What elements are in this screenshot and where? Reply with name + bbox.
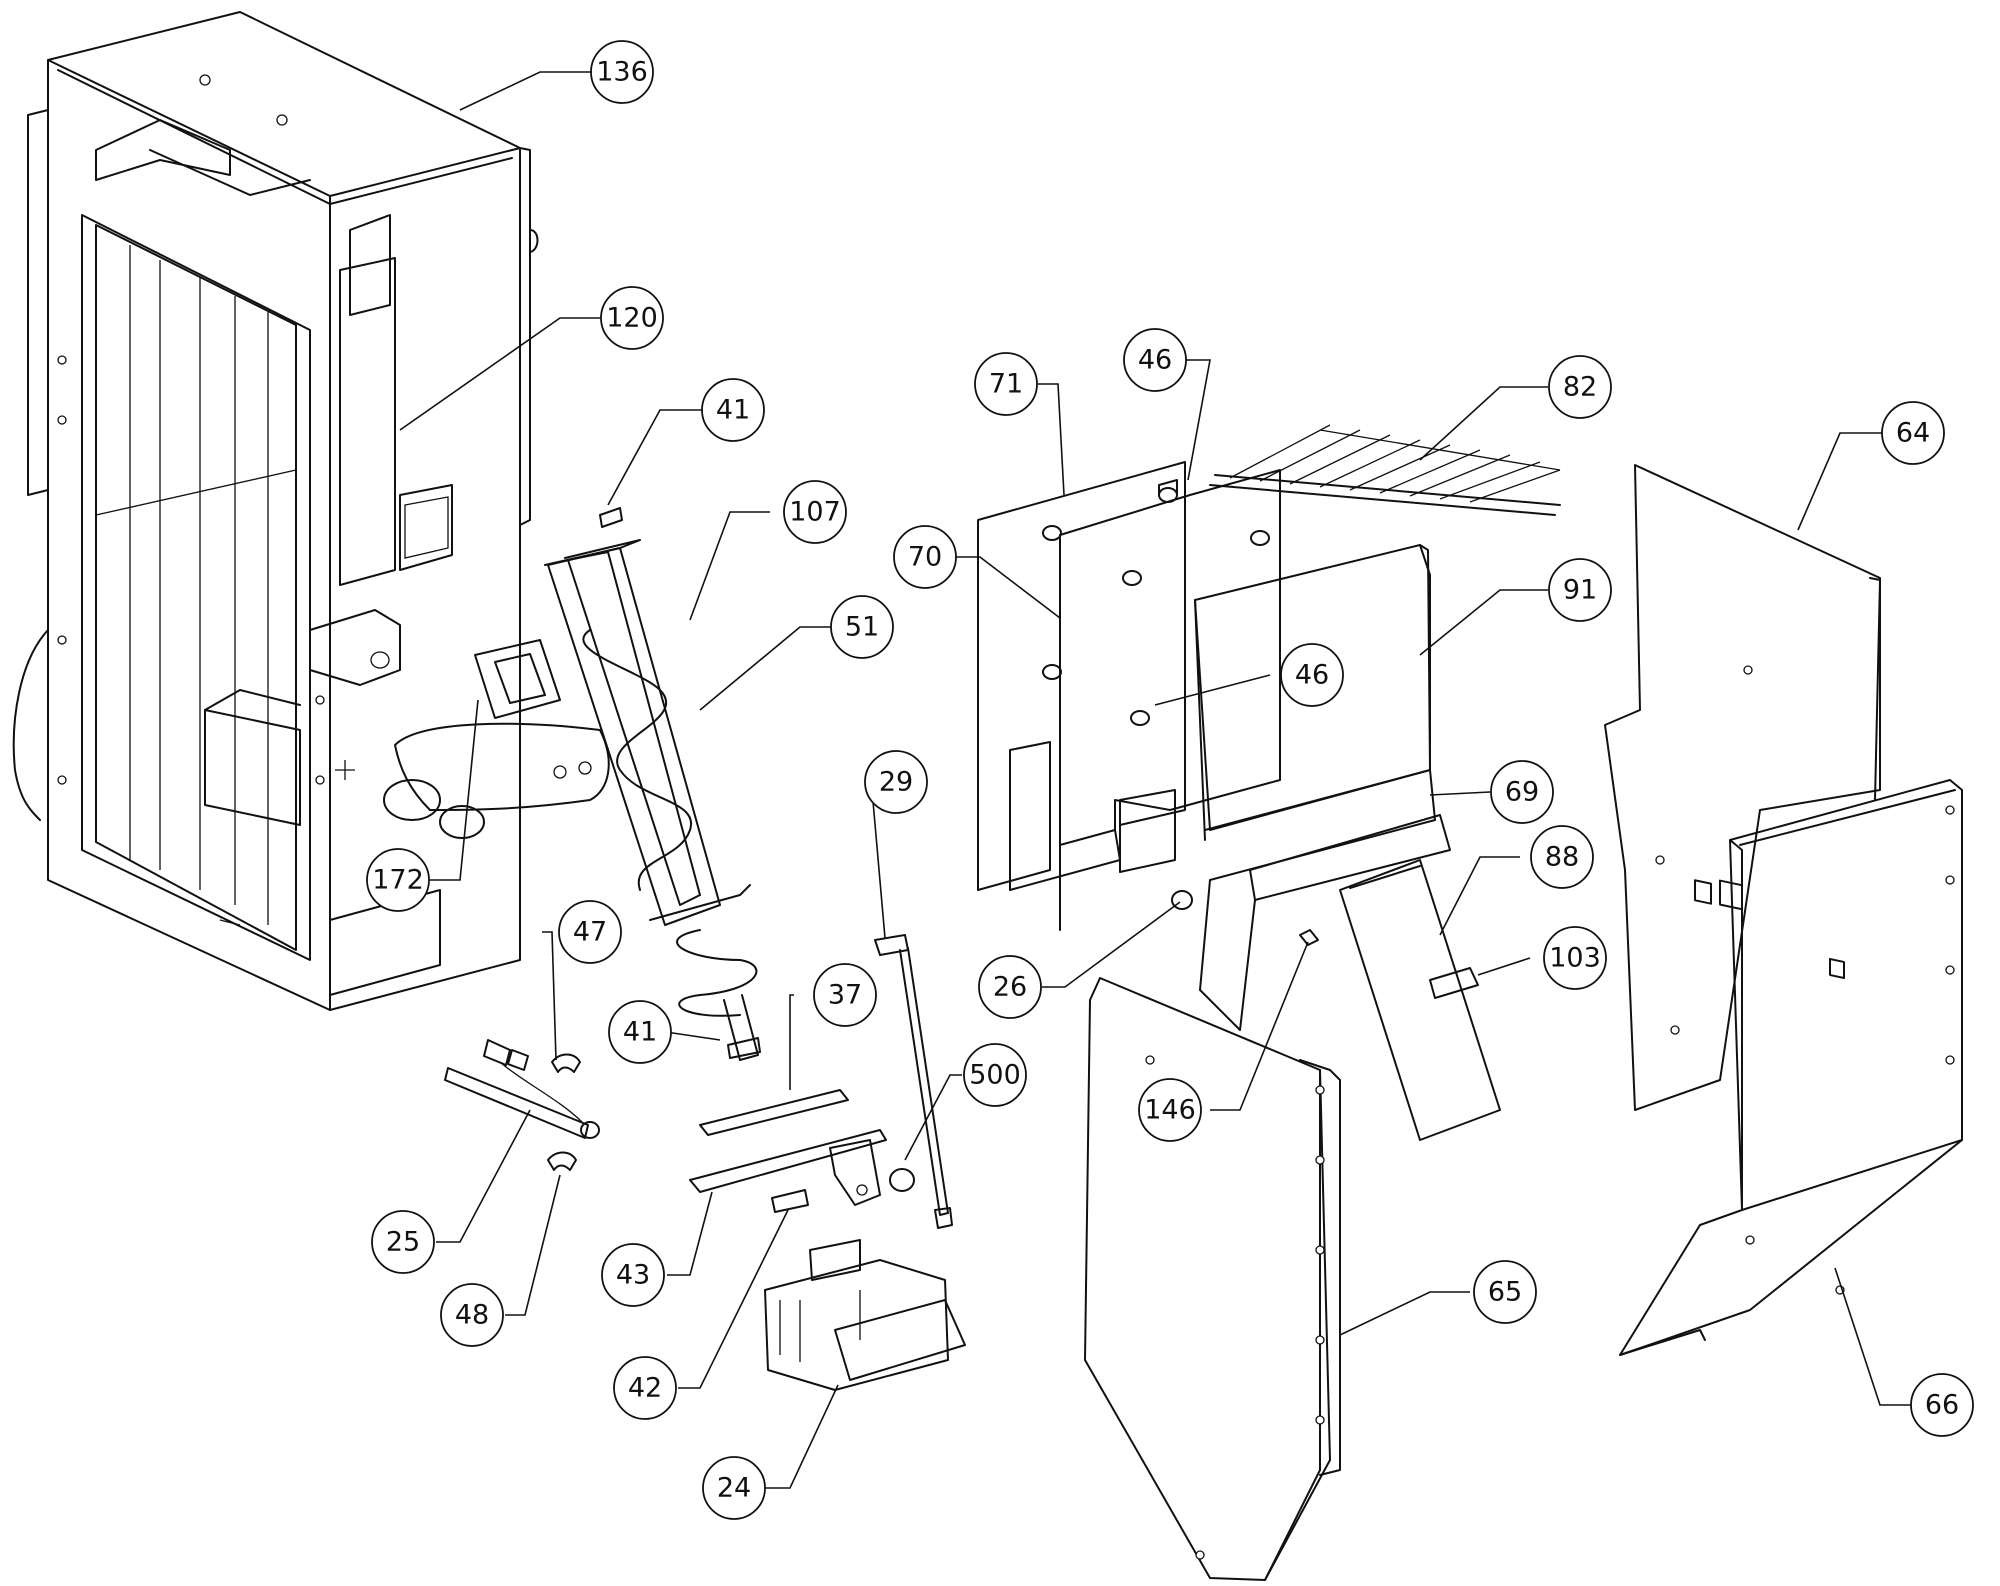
callout-41-lower-label: 41 — [623, 1017, 657, 1048]
callout-500: 500 — [963, 1043, 1027, 1107]
callout-172-label: 172 — [372, 865, 424, 896]
callout-41-upper: 41 — [701, 378, 765, 442]
callout-26-label: 26 — [993, 972, 1027, 1003]
callout-51: 51 — [830, 595, 894, 659]
callout-103-label: 103 — [1549, 943, 1601, 974]
callout-82-label: 82 — [1563, 372, 1597, 403]
callout-136: 136 — [590, 40, 654, 104]
callout-66: 66 — [1910, 1373, 1974, 1437]
callout-37: 37 — [813, 963, 877, 1027]
callout-70-label: 70 — [908, 542, 942, 573]
callout-47: 47 — [558, 900, 622, 964]
callout-65: 65 — [1473, 1260, 1537, 1324]
callout-500-label: 500 — [969, 1060, 1021, 1091]
callout-25: 25 — [371, 1210, 435, 1274]
callout-46-lower: 46 — [1280, 643, 1344, 707]
callout-146: 146 — [1138, 1078, 1202, 1142]
callout-37-label: 37 — [828, 980, 862, 1011]
cabinet-body — [12, 11, 539, 1011]
side-panel-front-right — [1619, 779, 1963, 1356]
callout-41-lower: 41 — [608, 1000, 672, 1064]
callout-107-label: 107 — [789, 497, 841, 528]
callout-46-upper: 46 — [1123, 328, 1187, 392]
callout-71: 71 — [974, 352, 1038, 416]
callout-103: 103 — [1543, 926, 1607, 990]
callout-46-upper-label: 46 — [1138, 345, 1172, 376]
callout-70: 70 — [893, 525, 957, 589]
callout-42-label: 42 — [628, 1373, 662, 1404]
callout-146-label: 146 — [1144, 1095, 1196, 1126]
callout-42: 42 — [613, 1356, 677, 1420]
callout-48: 48 — [440, 1283, 504, 1347]
callout-82: 82 — [1548, 355, 1612, 419]
callout-136-label: 136 — [596, 57, 648, 88]
callout-24: 24 — [702, 1456, 766, 1520]
callout-91: 91 — [1548, 558, 1612, 622]
callout-172: 172 — [366, 848, 430, 912]
callout-69-label: 69 — [1505, 777, 1539, 808]
front-hopper-panel — [1084, 977, 1341, 1581]
callout-51-label: 51 — [845, 612, 879, 643]
callout-88: 88 — [1530, 825, 1594, 889]
inner-hopper — [1171, 544, 1501, 1141]
callout-24-label: 24 — [717, 1473, 751, 1504]
callout-91-label: 91 — [1563, 575, 1597, 606]
callout-26: 26 — [978, 955, 1042, 1019]
callout-88-label: 88 — [1545, 842, 1579, 873]
callout-107: 107 — [783, 480, 847, 544]
callout-64-label: 64 — [1896, 418, 1930, 449]
igniter-group — [444, 1039, 600, 1171]
callout-43-label: 43 — [616, 1260, 650, 1291]
callout-120-label: 120 — [606, 303, 658, 334]
callout-66-label: 66 — [1925, 1390, 1959, 1421]
motor-group — [689, 934, 966, 1391]
callout-71-label: 71 — [989, 369, 1023, 400]
callout-64: 64 — [1881, 401, 1945, 465]
callout-47-label: 47 — [573, 917, 607, 948]
callout-29: 29 — [864, 750, 928, 814]
callout-43: 43 — [601, 1243, 665, 1307]
auger-assembly — [383, 507, 761, 1061]
callout-48-label: 48 — [455, 1300, 489, 1331]
callout-69: 69 — [1490, 760, 1554, 824]
callout-46-lower-label: 46 — [1295, 660, 1329, 691]
back-panels — [977, 461, 1281, 931]
callout-120: 120 — [600, 286, 664, 350]
callout-65-label: 65 — [1488, 1277, 1522, 1308]
grate — [1209, 424, 1561, 516]
callout-41-upper-label: 41 — [716, 395, 750, 426]
callouts: 136 120 41 107 51 172 47 41 37 29 500 25… — [366, 40, 1974, 1520]
callout-29-label: 29 — [879, 767, 913, 798]
leader-lines — [399, 71, 1911, 1489]
callout-25-label: 25 — [386, 1227, 420, 1258]
